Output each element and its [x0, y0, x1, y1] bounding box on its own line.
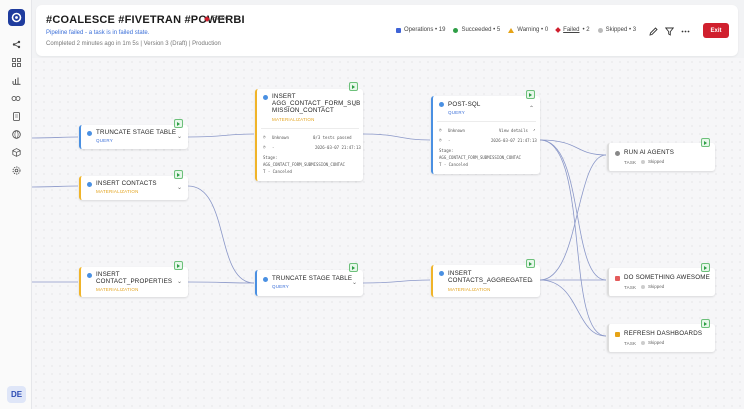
exit-button[interactable]: Exit [703, 23, 729, 38]
skipped-icon [641, 284, 645, 289]
page-title: #COALESCE #FIVETRAN #POWERBI [46, 14, 245, 26]
materialization-icon [87, 273, 92, 278]
clock-icon: ◷ [263, 144, 266, 149]
grid-icon[interactable] [9, 55, 23, 69]
share-icon[interactable] [9, 37, 23, 51]
query-icon [87, 131, 92, 136]
node-insert-contacts[interactable]: INSERT CONTACTS MATERIALIZATION ⌄ [79, 176, 188, 200]
node-insert-contacts-aggregated[interactable]: INSERT CONTACTS_AGGREGATED MATERIALIZATI… [431, 265, 540, 297]
unknown-status-icon: ◷ [263, 134, 266, 139]
chart-icon[interactable] [9, 73, 23, 87]
materialization-icon [439, 271, 444, 276]
run-meta: Completed 2 minutes ago in 1m 5s | Versi… [46, 41, 221, 47]
task-icon [615, 332, 620, 337]
stat-operations[interactable]: Operations • 19 [396, 27, 445, 33]
node-refresh-dashboards[interactable]: REFRESH DASHBOARDS TASK Skipped [607, 324, 715, 352]
run-node-play-icon[interactable] [526, 259, 535, 268]
stat-warning[interactable]: Warning • 0 [508, 27, 548, 33]
left-nav-rail: DE [0, 0, 32, 409]
run-node-play-icon[interactable] [174, 261, 183, 270]
chevron-up-icon[interactable]: ⌃ [529, 106, 535, 112]
settings-gear-icon[interactable] [9, 163, 23, 177]
edit-pencil-icon[interactable] [648, 26, 658, 36]
run-node-play-icon[interactable] [526, 90, 535, 99]
task-icon [615, 276, 620, 281]
status-badge-label: Failed [212, 16, 229, 22]
failure-message[interactable]: Pipeline failed - a task is in failed st… [46, 30, 150, 36]
run-node-play-icon[interactable] [349, 82, 358, 91]
chevron-down-icon[interactable]: ⌄ [177, 279, 183, 285]
link-icon[interactable] [9, 91, 23, 105]
chevron-down-icon[interactable]: ⌄ [529, 278, 535, 284]
stat-skipped[interactable]: Skipped • 3 [597, 27, 636, 33]
failed-diamond-icon [555, 27, 561, 33]
run-node-play-icon[interactable] [701, 138, 710, 147]
query-icon [263, 277, 268, 282]
filter-icon[interactable] [664, 26, 674, 36]
clock-icon: ◷ [439, 137, 442, 142]
globe-icon[interactable] [9, 127, 23, 141]
run-node-play-icon[interactable] [701, 319, 710, 328]
run-node-play-icon[interactable] [174, 170, 183, 179]
run-stats: Operations • 19 Succeeded • 5 Warning • … [396, 27, 636, 33]
pipeline-header: #COALESCE #FIVETRAN #POWERBI Failed Pipe… [36, 5, 738, 56]
node-truncate-stage-table-2[interactable]: TRUNCATE STAGE TABLE QUERY ⌄ [255, 270, 363, 296]
materialization-icon [263, 95, 268, 100]
external-link-icon[interactable]: ↗ [533, 127, 536, 132]
run-node-play-icon[interactable] [174, 119, 183, 128]
chevron-down-icon[interactable]: ⌄ [177, 185, 183, 191]
status-badge: Failed [204, 16, 229, 22]
node-insert-agg-contact-form[interactable]: INSERT AGG_CONTACT_FORM_SUB MISSION_CONT… [255, 89, 363, 181]
node-post-sql[interactable]: POST-SQL QUERY ⌃ ◷ Unknown View details … [431, 96, 540, 174]
chevron-down-icon[interactable]: ⌄ [177, 134, 183, 140]
failed-diamond-icon [204, 16, 210, 22]
stat-succeeded[interactable]: Succeeded • 5 [453, 27, 500, 33]
node-run-ai-agents[interactable]: RUN AI AGENTS TASK Skipped [607, 143, 715, 171]
skipped-icon [641, 340, 645, 345]
chevron-down-icon[interactable]: ⌄ [352, 280, 358, 286]
node-truncate-stage-table-1[interactable]: TRUNCATE STAGE TABLE QUERY ⌄ [79, 125, 188, 149]
cube-icon[interactable] [9, 145, 23, 159]
more-options-icon[interactable] [680, 26, 690, 36]
stat-failed[interactable]: Failed • 2 [555, 27, 590, 33]
node-do-something-awesome[interactable]: DO SOMETHING AWESOME TASK Skipped [607, 268, 715, 296]
warning-icon [508, 27, 515, 33]
run-node-play-icon[interactable] [701, 263, 710, 272]
document-icon[interactable] [9, 109, 23, 123]
chevron-up-icon[interactable]: ⌃ [352, 105, 358, 111]
skipped-icon [641, 159, 645, 164]
node-insert-contact-properties[interactable]: INSERT CONTACT_PROPERTIES MATERIALIZATIO… [79, 267, 188, 297]
pipeline-canvas[interactable] [32, 58, 744, 409]
skipped-icon [597, 27, 603, 33]
unknown-status-icon: ◷ [439, 127, 442, 132]
operations-icon [396, 27, 401, 33]
query-icon [439, 102, 444, 107]
run-node-play-icon[interactable] [349, 263, 358, 272]
app-logo-icon[interactable] [8, 9, 25, 26]
task-icon [615, 151, 620, 156]
materialization-icon [87, 182, 92, 187]
success-check-icon [453, 27, 459, 33]
user-avatar[interactable]: DE [7, 386, 26, 403]
